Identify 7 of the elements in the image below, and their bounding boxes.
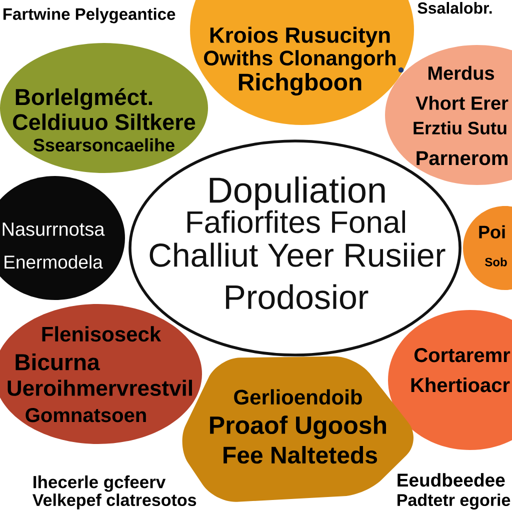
text-label: Ihecerle gcfeerv	[34, 475, 166, 492]
topic-bubble: Poi Sob	[463, 206, 512, 290]
topic-bubble: Flenisoseck Bicurna Ueroihmervrestvil Gomnatsoen	[0, 304, 202, 444]
topic-bubble: Nasurrnotsa Enermodela	[0, 176, 125, 300]
topic-bubble: Cortaremr Khertioacr	[388, 310, 512, 450]
text-label: Ssalalobr.	[418, 2, 492, 14]
text-label: Fartwine Pelygeantice	[4, 8, 176, 24]
